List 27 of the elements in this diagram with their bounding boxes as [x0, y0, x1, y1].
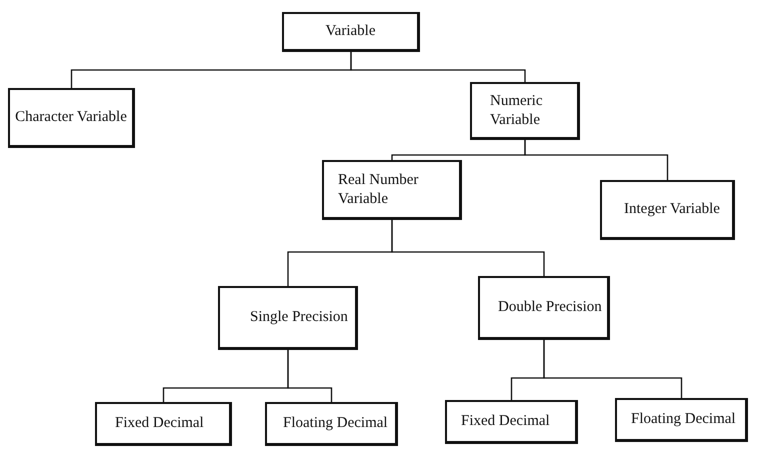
category-box	[8, 88, 135, 148]
category-label: Integer Variable	[624, 200, 721, 219]
category-label: Fixed Decimal	[461, 412, 551, 431]
category-box	[615, 398, 748, 442]
category-box	[445, 400, 578, 444]
category-box	[470, 82, 580, 140]
category-box	[282, 12, 420, 52]
category-label: Single Precision	[250, 308, 349, 327]
category-label: Character Variable	[14, 108, 128, 127]
category-label: Floating Decimal	[283, 414, 389, 433]
connector-line	[391, 220, 545, 276]
connector-line	[287, 350, 332, 402]
connector-line	[524, 140, 668, 180]
category-box	[265, 402, 398, 446]
category-box	[218, 286, 358, 350]
category-box	[322, 160, 462, 220]
category-box	[95, 402, 232, 446]
category-label: Variable	[324, 22, 376, 41]
connector-line	[350, 52, 526, 82]
connector-line	[543, 340, 682, 398]
category-label: Real Number Variable	[338, 170, 420, 208]
category-box	[600, 180, 735, 240]
category-box	[478, 276, 610, 340]
category-label: Double Precision	[498, 298, 603, 317]
category-label: Floating Decimal	[631, 410, 737, 429]
category-label: Numeric Variable	[490, 92, 544, 130]
category-label: Fixed Decimal	[115, 414, 205, 433]
